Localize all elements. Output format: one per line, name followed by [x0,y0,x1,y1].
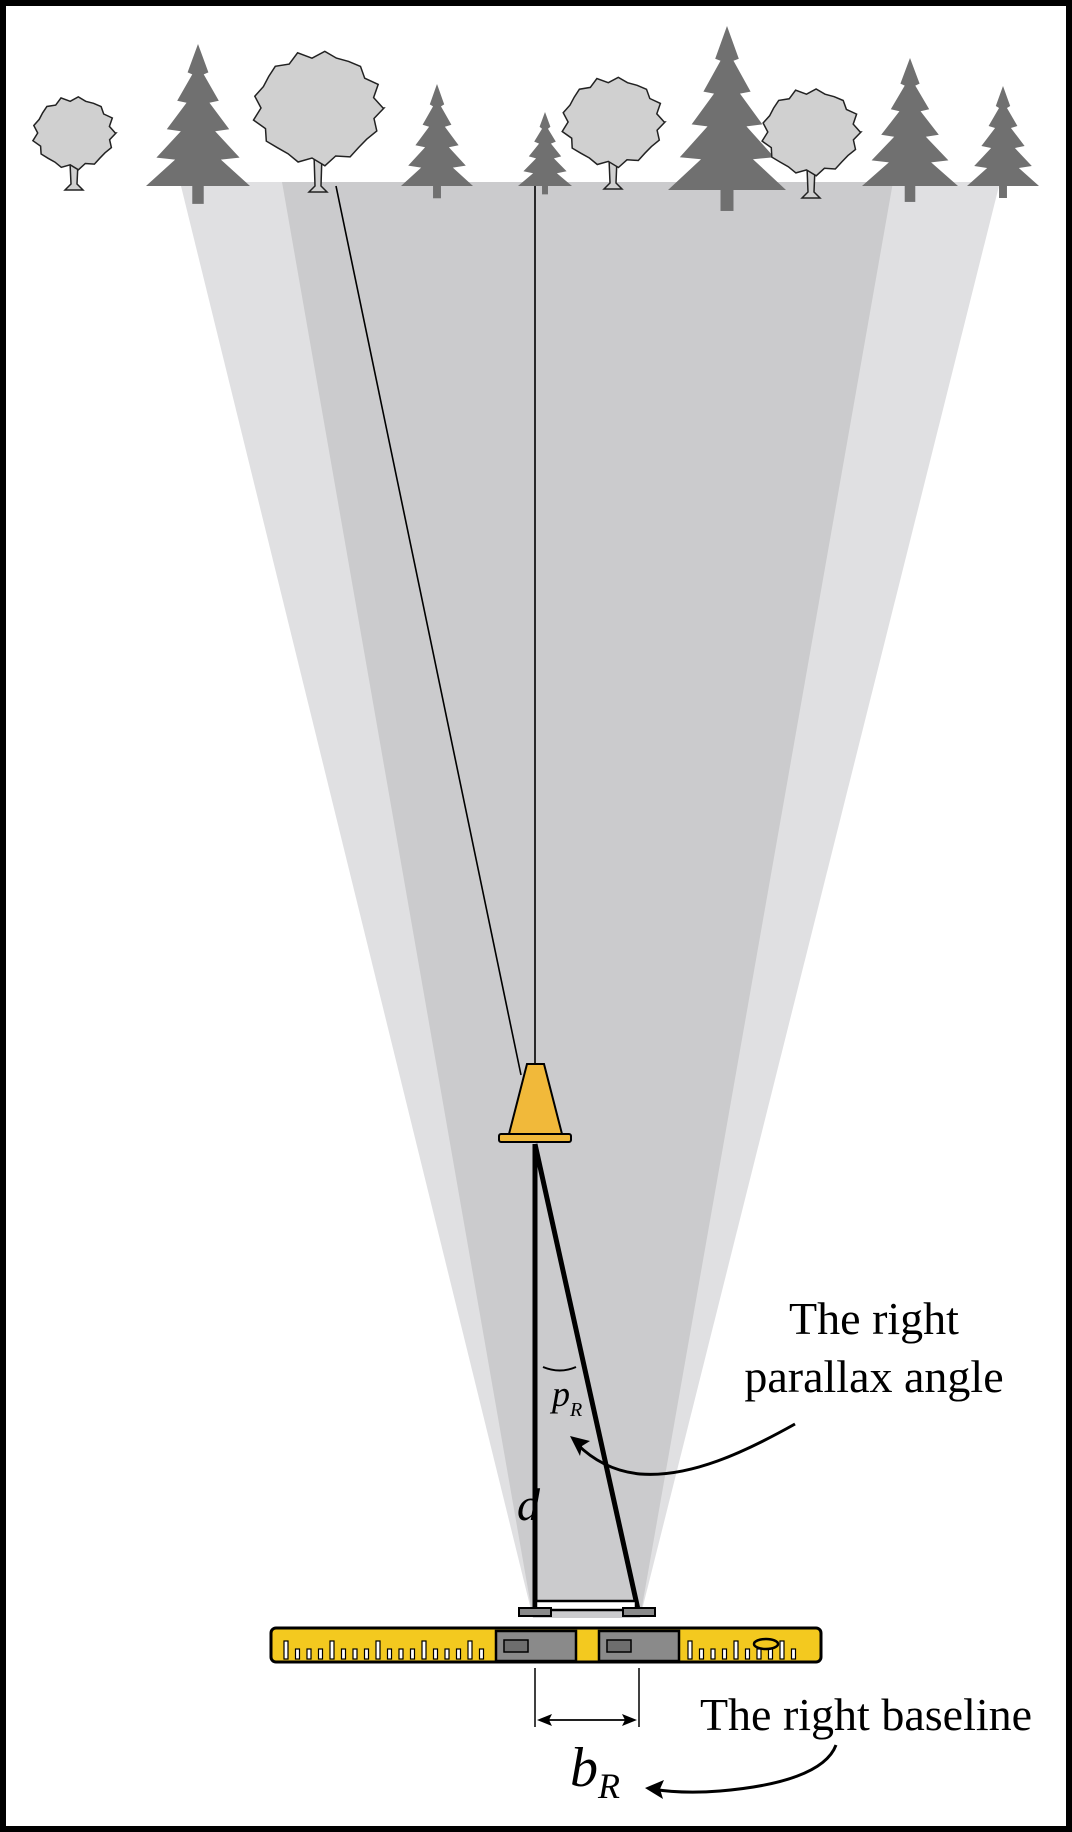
parallax-angle-symbol: pR [549,1374,582,1421]
baseline-pointer-arrow [645,1744,838,1799]
ruler-bar [534,1599,638,1612]
right-parallax-line [532,1143,642,1615]
ruler-tick [744,1648,751,1660]
ruler-tick [283,1640,289,1660]
ruler-tick [340,1648,347,1660]
baseline-dimension-arrow [537,1714,637,1726]
ruler-level-bubble [752,1637,780,1651]
ruler-tick [375,1640,381,1660]
ruler-tick [444,1648,450,1660]
ruler-tick [790,1648,797,1660]
ruler-tick [352,1648,358,1660]
pine-tree-icon [146,44,250,204]
inner-field-of-view-wedge [282,182,893,1618]
ruler-tick [421,1640,427,1660]
parallax-label-line-2: parallax angle [744,1351,1003,1402]
baseline-main: b [570,1737,598,1799]
right-sight-line [335,185,522,1076]
right-slider [597,1607,681,1663]
ruler-tick [409,1648,416,1660]
ruler-tick [329,1640,335,1660]
ruler-tick [294,1648,301,1660]
ruler-tick [698,1648,705,1660]
ruler-tick [455,1648,462,1660]
baseline-subscript: R [597,1766,620,1806]
ruler-icon [269,1599,823,1664]
ruler-tick [687,1640,693,1660]
ruler-tick [721,1648,728,1660]
deciduous-tree-icon [31,96,118,191]
deciduous-tree-icon [761,88,863,199]
pine-tree-icon [967,86,1039,198]
parallax-pointer-arrow [570,1422,796,1476]
tree-line [31,26,1039,211]
distance-label-d: d [517,1479,541,1530]
parallax-label-line-1: The right [789,1293,959,1344]
ruler-tick [363,1648,370,1660]
deciduous-tree-icon [252,50,386,193]
traffic-cone-icon [498,1063,572,1143]
deciduous-tree-icon [561,76,667,190]
parallax-diagram: d pR The right parallax angle The right … [31,26,1039,1806]
ruler-tick [467,1640,473,1660]
parallax-angle-subscript: R [569,1399,582,1421]
ruler-tick [779,1640,785,1660]
ruler-tick [767,1648,774,1660]
pine-tree-icon [518,112,572,195]
parallax-angle-arc [542,1366,577,1372]
ruler-ticks-right [687,1640,797,1660]
pine-tree-icon [668,26,786,211]
pine-tree-icon [862,58,958,202]
ruler-tick [756,1648,762,1660]
ruler-tick [398,1648,404,1660]
ruler-tick [733,1640,739,1660]
ruler-tick [386,1648,393,1660]
baseline-label: The right baseline [700,1689,1032,1740]
baseline-symbol: bR [570,1737,620,1806]
ruler-tick [432,1648,439,1660]
ruler-tick [710,1648,716,1660]
pine-tree-icon [401,84,473,199]
ruler-tick [317,1648,324,1660]
ruler-tick [306,1648,312,1660]
ruler-tick [478,1648,485,1660]
ruler-ticks-left [283,1640,485,1660]
parallax-angle-main: p [549,1374,570,1414]
left-slider [494,1607,578,1663]
